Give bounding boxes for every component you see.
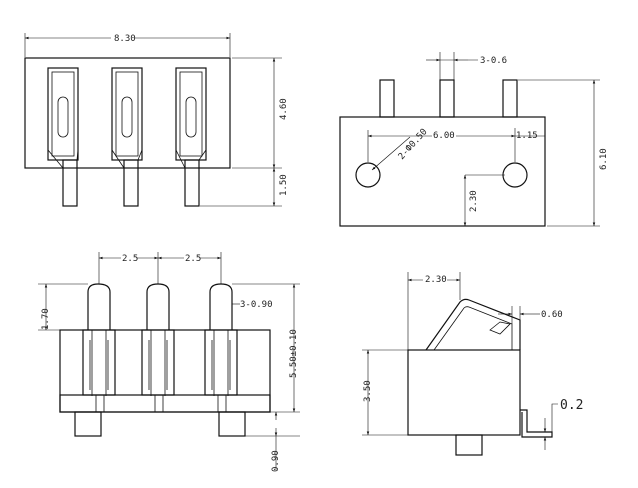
bl-pitch-b-label: 2.5 xyxy=(185,254,201,264)
tr-hole-right xyxy=(502,162,528,188)
view-top-left: 8.30 4.60 1.50 xyxy=(24,32,289,207)
tr-pin-1 xyxy=(379,79,395,118)
br-spring-inner xyxy=(433,306,513,351)
tr-pin-2 xyxy=(439,79,455,118)
tr-total-height-label: 6.10 xyxy=(599,148,609,170)
br-offset-label: 2.30 xyxy=(425,275,447,285)
tl-contact-2 xyxy=(111,67,143,207)
tl-body xyxy=(24,57,231,169)
br-thickness-label: 0.60 xyxy=(541,310,563,320)
br-body xyxy=(407,349,521,436)
bl-foot-label: 0.90 xyxy=(271,450,281,472)
bl-pin-width-label: 3-0.90 xyxy=(240,300,273,310)
br-plate xyxy=(520,409,553,438)
bl-base xyxy=(59,394,271,413)
tr-edge-label: 1.15 xyxy=(516,131,538,141)
bl-foot-right xyxy=(218,411,246,437)
tr-pitch-label: 6.00 xyxy=(433,131,455,141)
bl-pitch-a-label: 2.5 xyxy=(122,254,138,264)
bl-pin-2 xyxy=(141,283,175,412)
bl-foot-left xyxy=(74,411,102,437)
br-foot xyxy=(455,434,483,456)
br-body-height-label: 3.50 xyxy=(363,380,373,402)
tr-hole-height-label: 2.30 xyxy=(469,190,479,212)
tr-pin-3 xyxy=(502,79,518,118)
tr-hole-leader xyxy=(371,136,411,171)
tr-hole-left xyxy=(355,162,381,188)
bl-height-label: 5.50±0.10 xyxy=(289,329,299,378)
tl-height-label: 4.60 xyxy=(279,98,289,120)
bl-pin-top-label: 1.70 xyxy=(41,308,51,330)
tl-contact-1 xyxy=(47,67,79,207)
view-top-right: 3-0.6 6.00 1.15 2-Ф0.50 2.30 6.10 xyxy=(339,52,609,227)
bl-pin-1 xyxy=(82,283,116,412)
view-bottom-right: 2.30 0.60 3.50 0.2 xyxy=(362,272,583,456)
br-spring-outer xyxy=(425,298,521,351)
view-bottom-left: 2.5 2.5 1.70 3-0.90 5.50±0.10 0.90 xyxy=(38,252,300,472)
br-plate-label: 0.2 xyxy=(560,398,583,413)
tl-contact-3 xyxy=(175,67,207,207)
bl-pin-3 xyxy=(204,283,238,412)
tl-width-label: 8.30 xyxy=(114,34,136,44)
tl-lead-label: 1.50 xyxy=(279,174,289,196)
tr-pin-width-label: 3-0.6 xyxy=(480,56,507,66)
